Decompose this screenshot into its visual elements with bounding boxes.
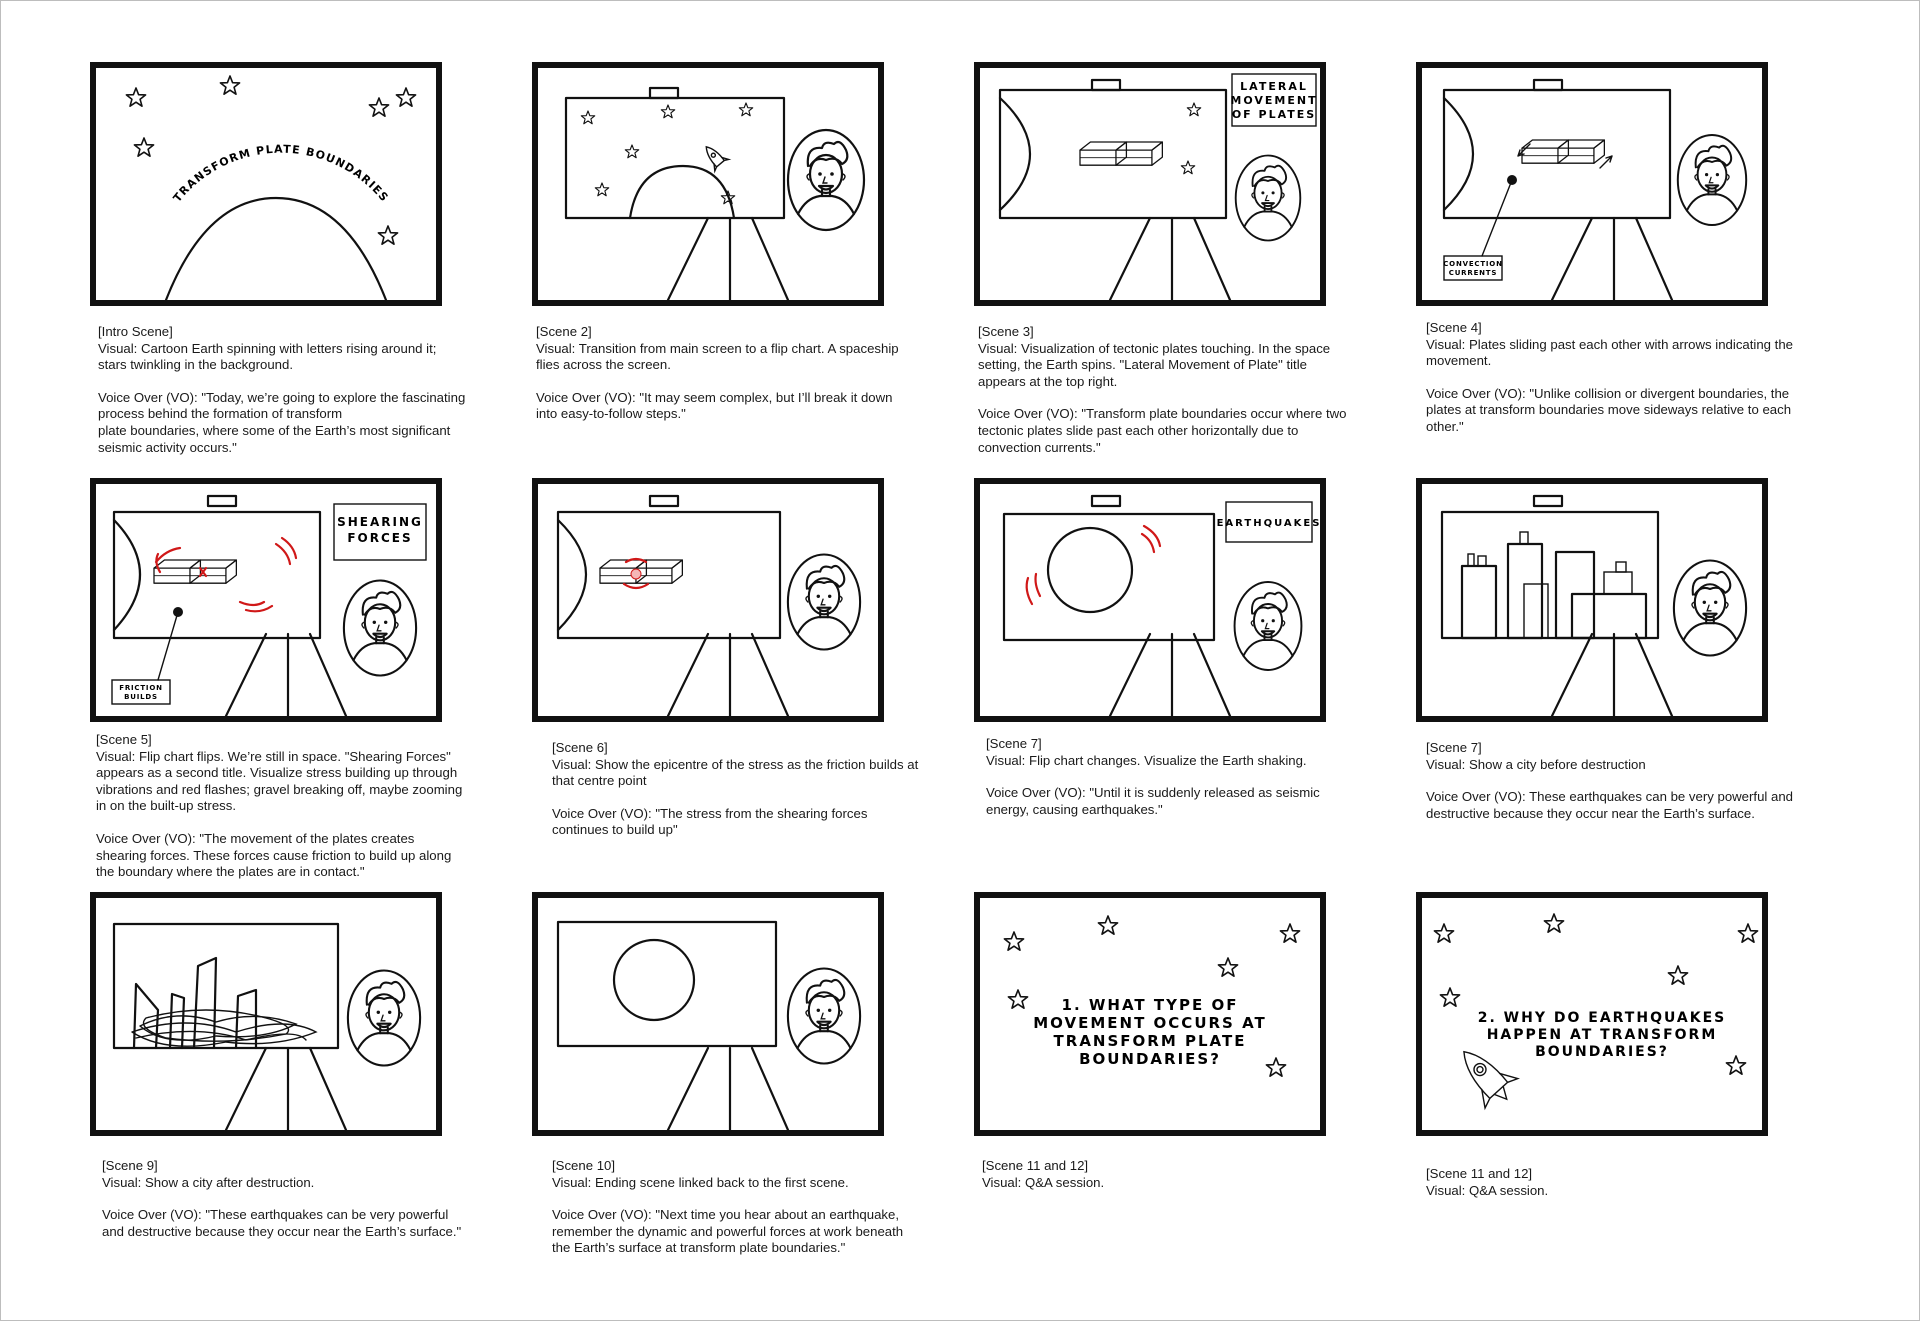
title-line: MOVEMENT [1230,94,1317,107]
scene-vo: plate boundaries, where some of the Eart… [98,422,451,438]
scene-vo: Voice Over (VO): "Until it is suddenly r… [986,785,1320,817]
scene-12-panel: 2. WHY DO EARTHQUAKES HAPPEN AT TRANSFOR… [1416,892,1768,1136]
scene-visual: Visual: Show a city after destruction. [102,1174,315,1190]
title-line: SHEARING [337,515,423,529]
scene-intro-caption: [Intro Scene] Visual: Cartoon Earth spin… [98,324,468,456]
label-line: CONVECTION [1443,260,1502,268]
scene-2-caption: [Scene 2] Visual: Transition from main s… [536,324,906,423]
title-line: FORCES [347,531,412,545]
scene-7b-panel [1416,478,1768,722]
scene-tag: [Scene 7] [986,736,1042,751]
question-line: BOUNDARIES? [1535,1044,1669,1060]
scene-visual: Visual: Ending scene linked back to the … [552,1174,849,1190]
scene-10-panel [532,892,884,1136]
scene-vo: Voice Over (VO): "These earthquakes can … [102,1207,462,1239]
scene-visual: Visual: Q&A session. [982,1174,1105,1190]
question-line: HAPPEN AT TRANSFORM [1487,1027,1718,1043]
scene-vo: Voice Over (VO): "Transform plate bounda… [978,406,1347,455]
scene-vo: process behind the formation of transfor… [98,406,343,422]
scene-vo: Voice Over (VO): "Today, we’re going to … [98,389,466,405]
scene-tag: [Scene 10] [552,1158,616,1173]
scene-vo: Voice Over (VO): "Unlike collision or di… [1426,385,1792,434]
scene-11-caption: [Scene 11 and 12] Visual: Q&A session. [982,1158,1352,1191]
scene-visual: Visual: Flip chart flips. We’re still in… [96,748,463,814]
scene-visual: Visual: Plates sliding past each other w… [1426,336,1794,369]
scene-10-caption: [Scene 10] Visual: Ending scene linked b… [552,1158,922,1257]
scene-visual: Visual: Transition from main screen to a… [536,340,899,373]
title-line: EARTHQUAKES [1217,518,1320,529]
scene-intro-panel: TRANSFORM PLATE BOUNDARIES [90,62,442,306]
scene-tag: [Scene 4] [1426,320,1482,335]
scene-5-caption: [Scene 5] Visual: Flip chart flips. We’r… [96,732,466,881]
scene-7-panel: EARTHQUAKES [974,478,1326,722]
scene-vo: Voice Over (VO): These earthquakes can b… [1426,789,1794,821]
scene-tag: [Scene 2] [536,324,592,339]
label-line: CURRENTS [1449,269,1497,277]
scene-tag: [Scene 7] [1426,740,1482,755]
rocket-icon [1463,1050,1520,1111]
scene-4-caption: [Scene 4] Visual: Plates sliding past ea… [1426,320,1796,436]
scene-tag: [Scene 9] [102,1158,158,1173]
scene-7-caption: [Scene 7] Visual: Flip chart changes. Vi… [986,736,1356,818]
scene-vo: Voice Over (VO): "The movement of the pl… [96,830,452,880]
scene-9-panel [90,892,442,1136]
label-line: FRICTION [119,684,163,692]
question-line: TRANSFORM PLATE [1054,1032,1247,1050]
intro-title: TRANSFORM PLATE BOUNDARIES [171,143,392,205]
scene-7b-caption: [Scene 7] Visual: Show a city before des… [1426,740,1796,822]
scene-vo: seismic activity occurs." [98,439,237,455]
question-line: 1. WHAT TYPE OF [1062,996,1239,1014]
question-line: BOUNDARIES? [1079,1050,1221,1068]
scene-11-panel: 1. WHAT TYPE OF MOVEMENT OCCURS AT TRANS… [974,892,1326,1136]
scene-vo: Voice Over (VO): "The stress from the sh… [552,805,868,838]
scene-5-panel: FRICTION BUILDS SHEARING FORCES [90,478,442,722]
scene-visual: Visual: Visualization of tectonic plates… [978,340,1331,389]
label-line: BUILDS [124,693,158,701]
scene-visual: Visual: Show a city before destruction [1426,756,1646,772]
title-line: LATERAL [1240,80,1308,93]
question-line: 2. WHY DO EARTHQUAKES [1478,1010,1727,1026]
scene-visual: Visual: Q&A session. [1426,1182,1549,1198]
scene-vo: Voice Over (VO): "It may seem complex, b… [536,389,893,422]
scene-3-caption: [Scene 3] Visual: Visualization of tecto… [978,324,1348,456]
scene-vo: Voice Over (VO): "Next time you hear abo… [552,1207,904,1256]
scene-tag: [Scene 3] [978,324,1034,339]
scene-6-caption: [Scene 6] Visual: Show the epicentre of … [552,740,922,839]
question-line: MOVEMENT OCCURS AT [1033,1014,1267,1032]
scene-12-caption: [Scene 11 and 12] Visual: Q&A session. [1426,1166,1796,1199]
scene-2-panel [532,62,884,306]
scene-visual: Visual: Show the epicentre of the stress… [552,756,919,789]
scene-tag: [Scene 11 and 12] [1426,1166,1533,1181]
scene-tag: [Scene 6] [552,740,608,755]
scene-3-panel: LATERAL MOVEMENT OF PLATES [974,62,1326,306]
scene-tag: [Intro Scene] [98,324,173,339]
scene-9-caption: [Scene 9] Visual: Show a city after dest… [102,1158,472,1240]
scene-4-panel: CONVECTION CURRENTS [1416,62,1768,306]
scene-tag: [Scene 5] [96,732,152,747]
scene-visual: Visual: Cartoon Earth spinning with lett… [98,340,437,373]
scene-visual: Visual: Flip chart changes. Visualize th… [986,752,1307,768]
scene-tag: [Scene 11 and 12] [982,1158,1089,1173]
title-line: OF PLATES [1232,108,1316,121]
scene-6-panel [532,478,884,722]
